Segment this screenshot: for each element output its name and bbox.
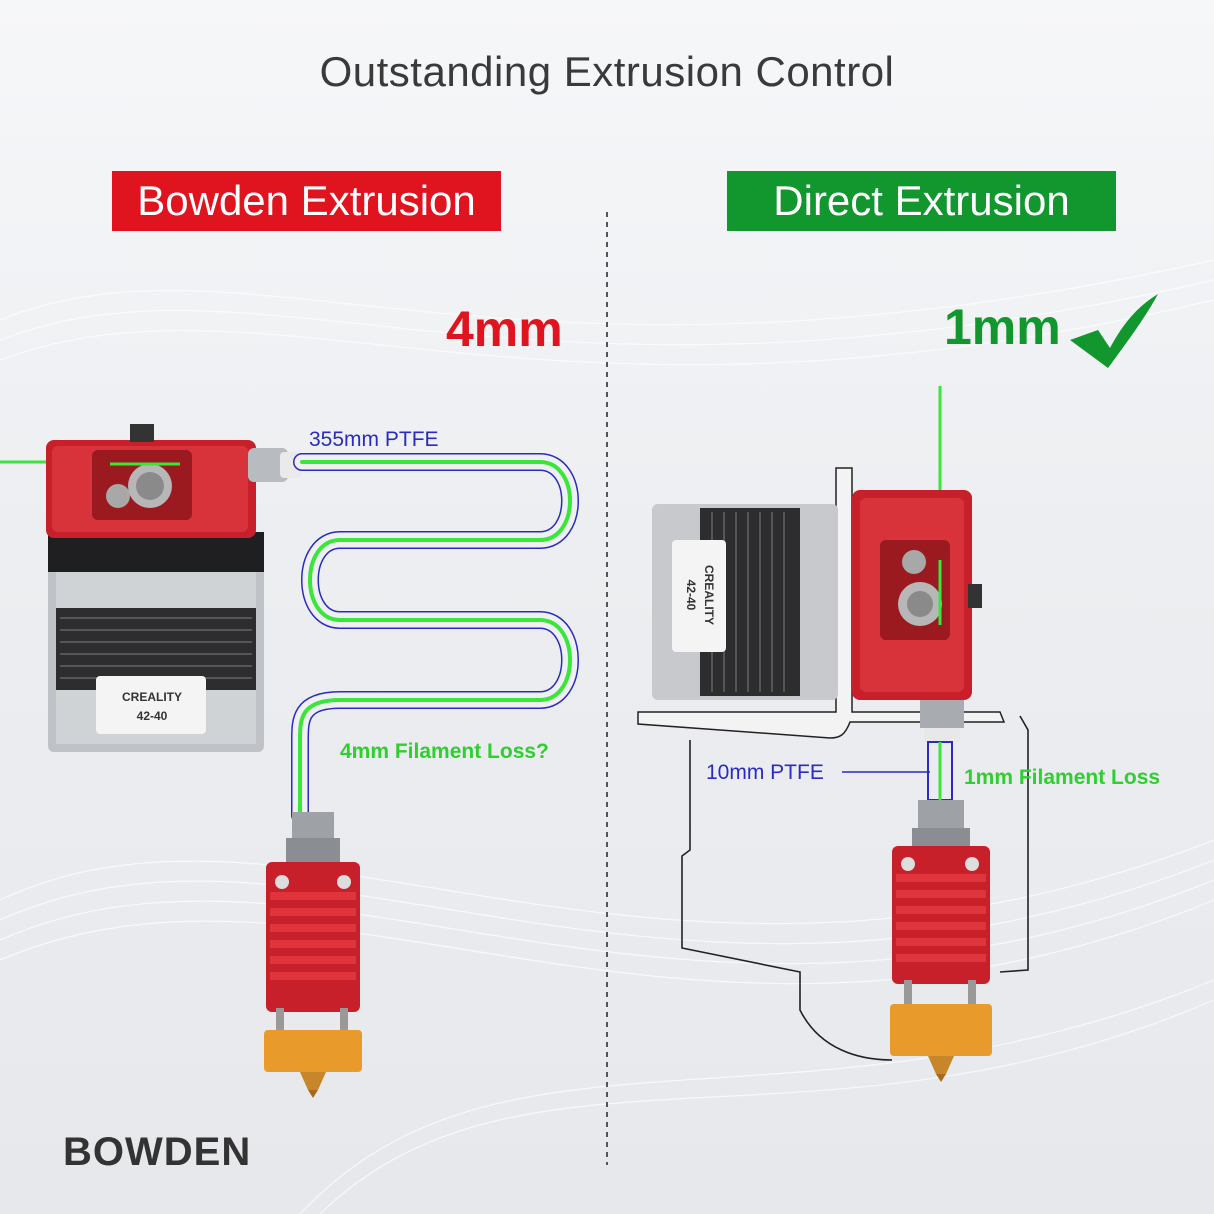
hotend-right: [890, 700, 992, 1082]
bowden-ptfe-label: 355mm PTFE: [309, 428, 439, 451]
bowden-footer-label: BOWDEN: [63, 1130, 252, 1174]
left-motor-brand: CREALITY: [122, 690, 182, 704]
hotend-left: [264, 812, 362, 1098]
background-waves: [0, 259, 1214, 1214]
filament-path-left: [298, 460, 572, 817]
page-title: Outstanding Extrusion Control: [319, 48, 895, 95]
left-motor-model: 42-40: [136, 709, 168, 723]
stepper-motor-right: [652, 504, 838, 700]
direct-distance-label: 1mm: [944, 299, 1061, 355]
bowden-extrusion-banner: Bowden Extrusion: [112, 171, 501, 231]
carriage-outline: [681, 715, 1029, 1061]
extruder-left: [46, 424, 302, 538]
stepper-motor-left: [48, 532, 264, 752]
direct-ptfe-label: 10mm PTFE: [706, 761, 824, 784]
direct-loss-label: 1mm Filament Loss: [964, 766, 1161, 789]
direct-extrusion-banner: Direct Extrusion: [727, 171, 1116, 231]
extruder-right: [852, 490, 982, 700]
right-motor-model: 42-40: [684, 579, 698, 611]
bowden-loss-label: 4mm Filament Loss?: [340, 740, 549, 763]
checkmark-icon: [1070, 294, 1158, 368]
bowden-distance-label: 4mm: [446, 301, 563, 357]
right-motor-brand: CREALITY: [702, 565, 716, 625]
